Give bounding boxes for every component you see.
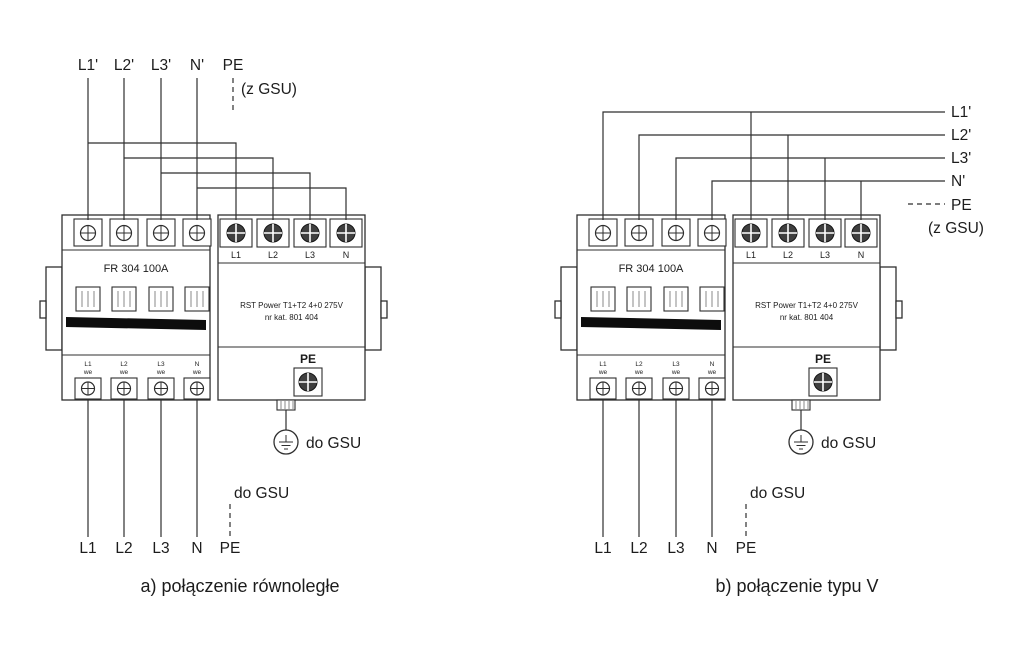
label-l3-bottom-a: L3: [152, 540, 169, 557]
label-to-gsu-earth-b: do GSU: [821, 435, 876, 452]
diagram-b: L1' L2' L3' N' PE (z GSU) L1 L2 L3 N PE …: [555, 104, 984, 596]
label-l2-bottom-b: L2: [630, 540, 647, 557]
surge-protector-a: [218, 215, 387, 410]
label-n-bottom-a: N: [191, 540, 202, 557]
phase-wires-top-b: [602, 111, 945, 220]
label-n-bottom-b: N: [706, 540, 717, 557]
label-pe-bottom-a: PE: [220, 540, 241, 557]
label-l1-bottom-b: L1: [594, 540, 611, 557]
circuit-breaker-a: [40, 215, 211, 400]
label-l3-prime-a: L3': [151, 57, 171, 74]
label-l3-bottom-b: L3: [667, 540, 684, 557]
label-to-gsu-bottom-a: do GSU: [234, 485, 289, 502]
phase-wires-top-a: [87, 78, 347, 220]
label-pe-bottom-b: PE: [736, 540, 757, 557]
label-from-gsu-a: (z GSU): [241, 81, 297, 98]
label-l2-prime-b: L2': [951, 127, 971, 144]
label-l2-prime-a: L2': [114, 57, 134, 74]
caption-b: b) połączenie typu V: [715, 576, 878, 596]
phase-wires-bottom-a: [87, 400, 198, 537]
label-pe-top-b: PE: [951, 197, 972, 214]
label-l2-bottom-a: L2: [115, 540, 132, 557]
label-pe-top-a: PE: [223, 57, 244, 74]
label-n-prime-a: N': [190, 57, 204, 74]
circuit-breaker-b: [555, 215, 726, 400]
label-to-gsu-earth-a: do GSU: [306, 435, 361, 452]
label-n-prime-b: N': [951, 173, 965, 190]
surge-protector-b: [733, 215, 902, 410]
earth-symbol-a: [273, 429, 299, 455]
earth-symbol-b: [788, 429, 814, 455]
phase-wires-bottom-b: [602, 400, 713, 537]
label-l1-bottom-a: L1: [79, 540, 96, 557]
label-l1-prime-b: L1': [951, 104, 971, 121]
label-l1-prime-a: L1': [78, 57, 98, 74]
caption-a: a) połączenie równoległe: [140, 576, 339, 596]
label-from-gsu-b: (z GSU): [928, 220, 984, 237]
label-to-gsu-bottom-b: do GSU: [750, 485, 805, 502]
label-l3-prime-b: L3': [951, 150, 971, 167]
diagram-a: L1' L2' L3' N' PE (z GSU) L1 L2 L3 N PE …: [40, 57, 387, 596]
